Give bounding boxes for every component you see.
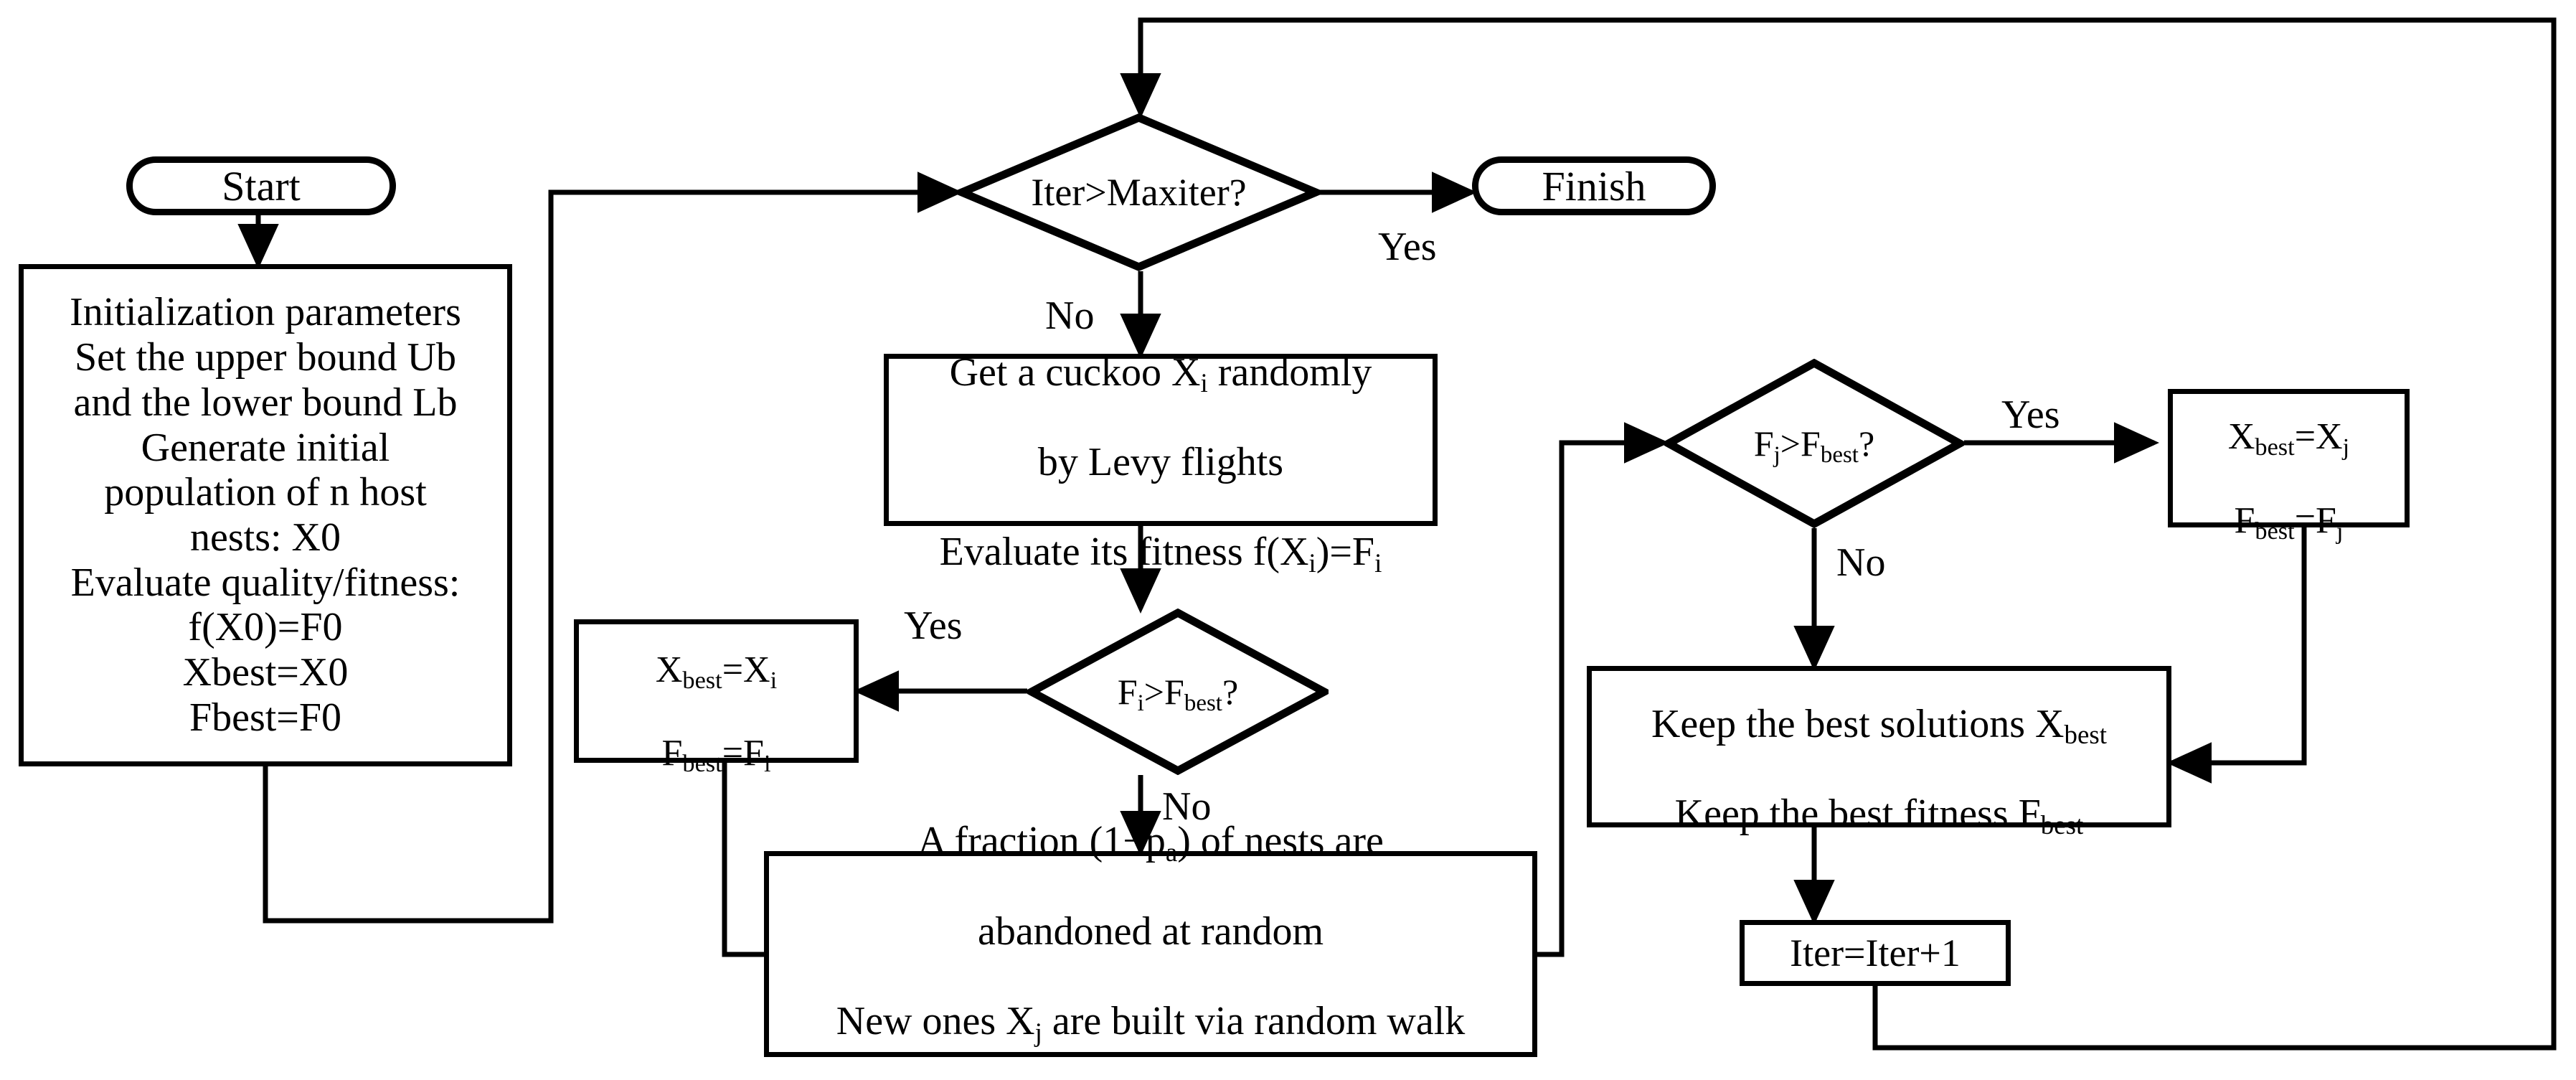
- node-iter-check-label: Iter>Maxiter?: [1031, 171, 1247, 214]
- get-cuckoo-line-1: Get a cuckoo Xi randomly: [949, 349, 1372, 398]
- edge-label-fi-yes: Yes: [904, 604, 963, 648]
- node-get-cuckoo[interactable]: Get a cuckoo Xi randomly by Levy flights…: [884, 350, 1438, 578]
- node-update-best-i[interactable]: Xbest=Xi Fbest=Fi: [574, 619, 859, 777]
- get-cuckoo-line-3: Evaluate its fitness f(Xi)=Fi: [939, 530, 1382, 578]
- node-abandon-nests[interactable]: A fraction (1−pa) of nests are abandoned…: [764, 819, 1537, 1057]
- node-initialization[interactable]: Initialization parameters Set the upper …: [19, 264, 512, 766]
- update-best-i-line-2: Fbest=Fi: [661, 733, 771, 778]
- edge-label-iter-no: No: [1045, 294, 1095, 338]
- node-initialization-text: Initialization parameters Set the upper …: [70, 290, 461, 740]
- node-get-cuckoo-text: Get a cuckoo Xi randomly by Levy flights…: [939, 305, 1382, 578]
- get-cuckoo-line-2: by Levy flights: [1037, 440, 1284, 484]
- node-update-best-i-text: Xbest=Xi Fbest=Fi: [655, 608, 778, 778]
- decision-shape: [1027, 609, 1329, 775]
- keep-best-line-1: Keep the best solutions Xbest: [1651, 701, 2107, 750]
- update-best-j-line-1: Xbest=Xj: [2227, 416, 2350, 461]
- abandon-line-2: abandoned at random: [977, 908, 1324, 954]
- node-fj-check-label: Fj>Fbest?: [1753, 423, 1875, 468]
- node-increment-label: Iter=Iter+1: [1790, 931, 1961, 975]
- node-start-label: Start: [222, 162, 301, 210]
- keep-best-line-2: Keep the best fitness Fbest: [1674, 792, 2084, 840]
- node-finish[interactable]: Finish: [1472, 156, 1716, 215]
- abandon-line-1: A fraction (1−pa) of nests are: [917, 819, 1384, 867]
- node-abandon-nests-text: A fraction (1−pa) of nests are abandoned…: [836, 774, 1465, 1080]
- edge-label-fj-no: No: [1836, 540, 1886, 585]
- node-fi-check-label: Fi>Fbest?: [1117, 672, 1239, 716]
- node-keep-best[interactable]: Keep the best solutions Xbest Keep the b…: [1587, 666, 2171, 840]
- node-keep-best-text: Keep the best solutions Xbest Keep the b…: [1651, 657, 2107, 840]
- edge-label-fj-yes: Yes: [2001, 393, 2060, 437]
- decision-shape: [958, 113, 1320, 271]
- node-fi-check[interactable]: Fi>Fbest?: [1027, 609, 1329, 775]
- update-best-i-line-1: Xbest=Xi: [655, 649, 778, 694]
- node-update-best-j-text: Xbest=Xj Fbest=Fj: [2227, 375, 2350, 545]
- decision-shape: [1664, 359, 1964, 528]
- node-finish-label: Finish: [1542, 162, 1646, 210]
- abandon-line-3: New ones Xj are built via random walk: [836, 999, 1466, 1047]
- node-update-best-j[interactable]: Xbest=Xj Fbest=Fj: [2168, 389, 2410, 545]
- node-fj-check[interactable]: Fj>Fbest?: [1664, 359, 1964, 528]
- node-start[interactable]: Start: [126, 156, 396, 215]
- edge-updatebestj-to-keepbest: [2166, 527, 2307, 784]
- node-increment[interactable]: Iter=Iter+1: [1740, 920, 2011, 986]
- edge-label-iter-yes: Yes: [1378, 225, 1437, 269]
- node-iter-check[interactable]: Iter>Maxiter?: [958, 113, 1320, 271]
- update-best-j-line-2: Fbest=Fj: [2234, 499, 2344, 545]
- edge-label-fi-no: No: [1162, 784, 1212, 829]
